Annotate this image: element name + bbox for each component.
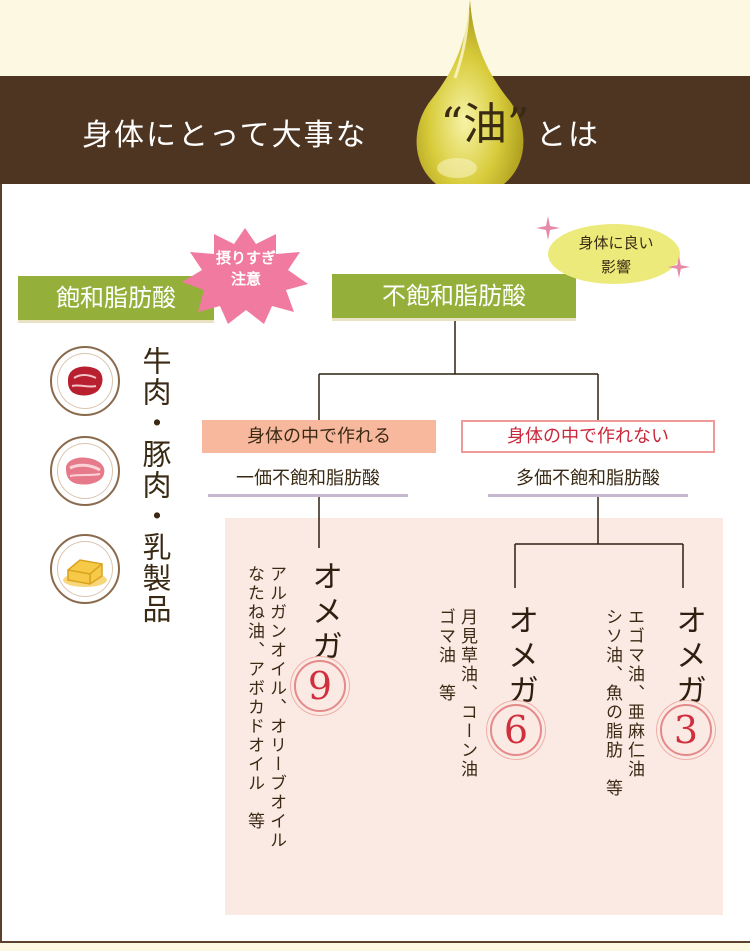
omega6-oil-line: ゴマ油 等 (435, 608, 455, 703)
butter-icon (63, 559, 107, 587)
mono-label: 一価不飽和脂肪酸 (208, 464, 408, 497)
omega6-title: オメガ (502, 604, 538, 709)
omega9-number: 9 (294, 660, 346, 712)
poly-label: 多価不飽和脂肪酸 (488, 464, 688, 497)
beef-food-circle (50, 346, 120, 416)
sparkle-icon (536, 216, 560, 240)
omega9-oil-line: なたね油、アボカドオイル 等 (244, 565, 264, 831)
pork-food-circle (50, 436, 120, 506)
pork-icon (66, 457, 105, 485)
omega6-oil-list: 月見草油、コーン油 ゴマ油 等 (434, 608, 478, 818)
mono-tag: 身体の中で作れる (202, 420, 436, 453)
warning-burst-icon (182, 228, 308, 324)
omega3-oil-line: エゴマ油、亜麻仁油 (624, 608, 644, 779)
butter-food-circle (50, 534, 120, 604)
saturated-foods-label: 牛肉・豚肉・乳製品 (138, 346, 172, 625)
good-effect-badge (548, 224, 680, 284)
oil-drop-icon (416, 0, 524, 196)
omega6-oil-line: 月見草油、コーン油 (457, 608, 477, 779)
omega3-title: オメガ (670, 604, 706, 709)
beef-icon (68, 366, 103, 396)
omega9-title: オメガ (306, 560, 342, 665)
warning-badge-text: 摂りすぎ 注意 (215, 249, 276, 288)
title-prefix: 身体にとって大事な (82, 118, 368, 153)
polyunsaturated-area (225, 518, 723, 915)
saturated-fat-label: 飽和脂肪酸 (18, 276, 214, 323)
omega3-number: 3 (660, 704, 712, 756)
good-effect-badge-text: 身体に良い 影響 (578, 234, 654, 276)
header-band (0, 76, 750, 184)
unsaturated-fat-label: 不飽和脂肪酸 (332, 274, 576, 321)
title-suffix: とは (536, 118, 600, 153)
sparkle-icon (668, 256, 690, 278)
omega9-oil-line: アルガンオイル、オリーブオイル (266, 565, 286, 850)
title-oil: “油” (440, 99, 530, 150)
omega9-oil-list: アルガンオイル、オリーブオイル なたね油、アボカドオイル 等 (243, 565, 287, 885)
omega6-number: 6 (490, 704, 542, 756)
omega3-oil-line: シソ油、魚の脂肪 等 (602, 608, 622, 798)
omega3-oil-list: エゴマ油、亜麻仁油 シソ油、魚の脂肪 等 (601, 608, 645, 828)
poly-tag: 身体の中で作れない (461, 420, 715, 453)
